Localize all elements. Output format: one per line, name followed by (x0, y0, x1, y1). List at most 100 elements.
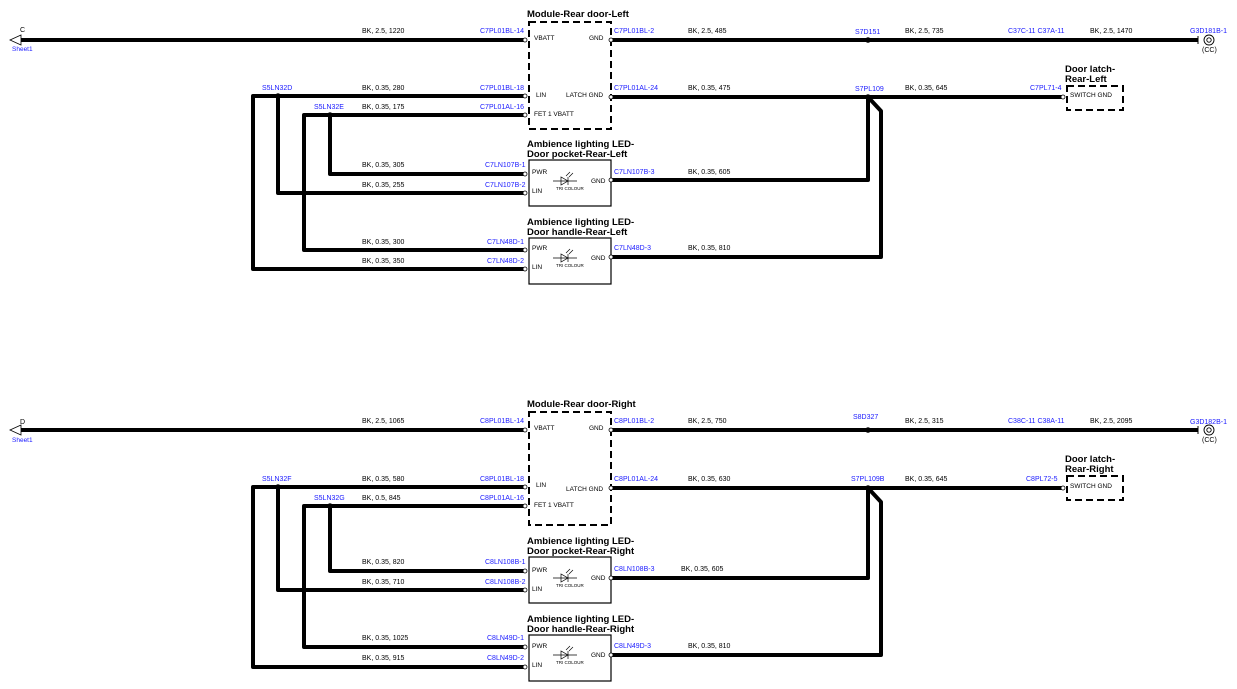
connector-label: C38C-11 C38A-11 (1008, 418, 1065, 425)
wire-label: BK, 0.35, 605 (688, 169, 731, 176)
door-latch-rear-right[interactable] (1066, 475, 1124, 501)
wire-label: BK, 0.35, 645 (905, 476, 948, 483)
module-rear-door-left[interactable] (528, 21, 612, 130)
wire-label: BK, 0.35, 710 (362, 579, 405, 586)
wire-label: BK, 0.35, 255 (362, 182, 405, 189)
section-rear-right: D Sheet1 G3D182B-1 (CC) Module-Rear door… (9, 399, 1227, 682)
splice-label: S5LN32G (314, 495, 345, 502)
pin-label: LIN (536, 482, 546, 489)
connector-label: C8PL01AL-16 (480, 495, 524, 502)
wire-label: BK, 0.35, 280 (362, 85, 405, 92)
off-sheet-letter: D (20, 419, 25, 426)
led-door-pocket-rear-left[interactable] (528, 159, 612, 207)
led-door-handle-rear-right[interactable] (528, 634, 612, 682)
wire-label: BK, 2.5, 485 (688, 28, 727, 35)
pin-label: GND (589, 425, 604, 432)
splice-dot (865, 94, 871, 100)
pin-label: PWR (532, 169, 547, 176)
wire-label: BK, 0.35, 300 (362, 239, 405, 246)
splice-dot (275, 484, 281, 490)
wire-label: BK, 2.5, 315 (905, 418, 944, 425)
splice-label: S5LN32F (262, 476, 292, 483)
wires (21, 38, 1198, 271)
wire-label: BK, 0.35, 305 (362, 162, 405, 169)
splice-dot (327, 112, 333, 118)
ground-note: (CC) (1202, 437, 1217, 444)
pin-label: LIN (532, 586, 542, 593)
led-icon-label: TRI COLOUR (556, 186, 585, 191)
led-door-handle-rear-left[interactable] (528, 237, 612, 285)
led-icon (553, 171, 577, 186)
wire-label: BK, 2.5, 2095 (1090, 418, 1133, 425)
latch-title-line1: Door latch- (1065, 454, 1115, 465)
connector-label: C7PL01BL-2 (614, 28, 654, 35)
led-icon-label: TRI COLOUR (556, 263, 585, 268)
wire-label: BK, 0.35, 915 (362, 655, 405, 662)
led-handle-title-line2: Door handle-Rear-Right (527, 624, 635, 635)
off-sheet-arrow-icon[interactable] (9, 34, 22, 46)
wire-label: BK, 0.35, 475 (688, 85, 731, 92)
ground-point-label: G3D182B-1 (1190, 419, 1227, 426)
wire-label: BK, 0.35, 605 (681, 566, 724, 573)
connector-label: C8PL01AL-24 (614, 476, 658, 483)
connector-label: C8LN49D-3 (614, 643, 651, 650)
connector-label: C7LN107B-2 (485, 182, 526, 189)
module-title: Module-Rear door-Right (527, 399, 637, 410)
door-latch-rear-left[interactable] (1066, 85, 1124, 111)
wire-label: BK, 2.5, 750 (688, 418, 727, 425)
led-icon (553, 248, 577, 263)
wire-label: BK, 0.35, 810 (688, 245, 731, 252)
ground-terminal-icon[interactable] (1197, 424, 1215, 436)
pin-label: SWITCH GND (1070, 483, 1112, 490)
pin-label: LIN (532, 188, 542, 195)
splice-label: S7PL109B (851, 476, 885, 483)
led-icon (553, 568, 577, 583)
latch-title-line1: Door latch- (1065, 64, 1115, 75)
module-rear-door-right[interactable] (528, 411, 612, 526)
wire-label: BK, 2.5, 1470 (1090, 28, 1133, 35)
led-handle-title-line1: Ambience lighting LED- (527, 217, 634, 228)
connector-label: C7PL01AL-16 (480, 104, 524, 111)
connector-label: C7LN107B-3 (614, 169, 655, 176)
led-icon-label: TRI COLOUR (556, 660, 585, 665)
led-pocket-title-line2: Door pocket-Rear-Right (527, 546, 635, 557)
pin-label: LIN (532, 662, 542, 669)
connector-label: C8LN108B-3 (614, 566, 655, 573)
led-icon (553, 645, 577, 660)
wire-label: BK, 2.5, 1220 (362, 28, 405, 35)
connector-label: C8PL72-5 (1026, 476, 1058, 483)
led-door-pocket-rear-right[interactable] (528, 556, 612, 604)
wire-label: BK, 0.35, 630 (688, 476, 731, 483)
pin-label: SWITCH GND (1070, 92, 1112, 99)
connector-label: C37C-11 C37A-11 (1008, 28, 1065, 35)
pin-label: LIN (532, 264, 542, 271)
wire-label: BK, 0.35, 580 (362, 476, 405, 483)
latch-title-line2: Rear-Left (1065, 74, 1108, 85)
sheet-link[interactable]: Sheet1 (12, 437, 33, 444)
wire-label: BK, 0.35, 810 (688, 643, 731, 650)
ground-point-label: G3D181B-1 (1190, 28, 1227, 35)
latch-title-line2: Rear-Right (1065, 464, 1114, 475)
sheet-link[interactable]: Sheet1 (12, 46, 33, 53)
connector-label: C8LN108B-1 (485, 559, 526, 566)
off-sheet-arrow-icon[interactable] (9, 424, 22, 436)
wire-label: BK, 0.5, 845 (362, 495, 401, 502)
ground-terminal-icon[interactable] (1197, 34, 1215, 46)
connector-label: C8PL01BL-14 (480, 418, 524, 425)
pin-label: FET 1 VBATT (534, 502, 574, 509)
pin-label: VBATT (534, 425, 554, 432)
pin-label: LIN (536, 92, 546, 99)
splice-dot (275, 93, 281, 99)
splice-label: S5LN32D (262, 85, 292, 92)
pin-label: GND (591, 255, 606, 262)
connector-label: C7PL01AL-24 (614, 85, 658, 92)
connector-label: C8PL01BL-2 (614, 418, 654, 425)
splice-label: S8D327 (853, 414, 878, 421)
connector-label: C8LN49D-2 (487, 655, 524, 662)
led-pocket-title-line2: Door pocket-Rear-Left (527, 149, 628, 160)
pin-label: FET 1 VBATT (534, 111, 574, 118)
splice-dot (865, 485, 871, 491)
wires (21, 428, 1198, 669)
wire-label: BK, 0.35, 175 (362, 104, 405, 111)
splice-label: S7PL109 (855, 86, 884, 93)
